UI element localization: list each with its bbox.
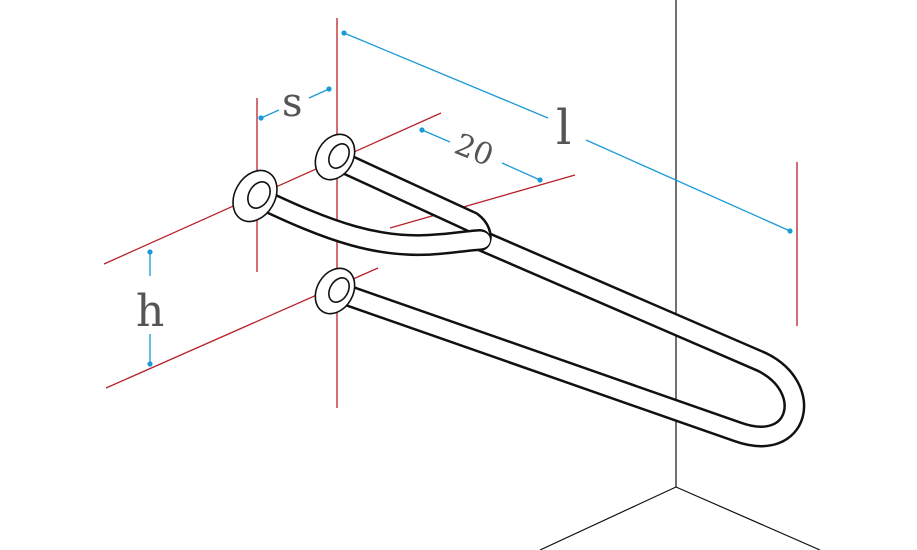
dimension-l-end-left [341,30,347,36]
dimension-h-end-bottom [147,361,153,367]
dimension-l-left [343,32,549,119]
dimension-h-end-top [147,249,153,255]
label-l: l [556,100,571,156]
dimension-l-right [585,139,791,232]
flange-back-upper [314,133,356,181]
floor-edge-left [539,486,677,550]
flange-lower [314,267,356,315]
dimension-lines [147,30,793,367]
grab-bar-junction [474,232,490,248]
dimension-s-end-right [326,86,332,92]
grab-bar-main-tube-fill [323,231,803,445]
floor-edge-right [675,486,821,550]
grab-bar [244,147,806,448]
guide-rail-axis-far [389,174,576,229]
dimension-s-end-left [258,115,264,121]
dimension-20-end-left [419,127,425,133]
label-h: h [136,286,164,337]
label-s: s [282,80,303,126]
dimension-l-end-right [787,228,793,234]
wall-flanges [232,133,356,315]
dimension-s-right [308,88,330,99]
dimension-20-left [421,129,451,143]
dimension-20-right [501,162,541,181]
grab-bar-front-arm-fill [246,187,489,254]
dimension-s-left [260,109,280,119]
label-20: 20 [450,127,499,174]
dimension-20-end-right [537,177,543,183]
flange-front-upper [232,169,278,223]
